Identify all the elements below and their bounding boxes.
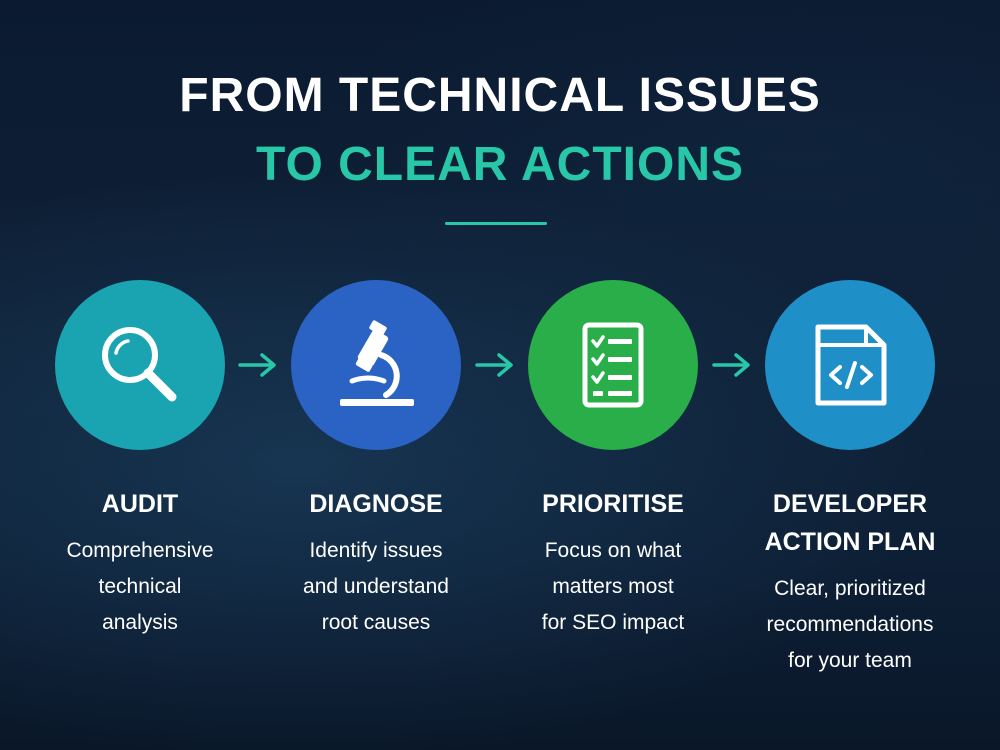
code-document-icon bbox=[815, 324, 887, 406]
step-developer-action-plan: DEVELOPER ACTION PLAN Clear, prioritized… bbox=[732, 280, 968, 679]
step-diagnose: DIAGNOSE Identify issues and understand … bbox=[258, 280, 494, 641]
step-audit: AUDIT Comprehensive technical analysis bbox=[22, 280, 258, 641]
diagnose-title: DIAGNOSE bbox=[309, 490, 443, 518]
prioritise-desc-line-1: Focus on what bbox=[544, 539, 682, 562]
developer-desc-line-2: recommendations bbox=[766, 613, 934, 636]
audit-desc-line-2: technical bbox=[98, 575, 182, 598]
developer-circle bbox=[765, 280, 935, 450]
title-divider bbox=[445, 222, 547, 225]
diagnose-desc-line-1: Identify issues bbox=[309, 539, 443, 562]
checklist-icon bbox=[582, 322, 644, 408]
title-line-1: FROM TECHNICAL ISSUES bbox=[179, 69, 821, 122]
prioritise-title: PRIORITISE bbox=[542, 490, 684, 518]
audit-title: AUDIT bbox=[101, 490, 179, 518]
microscope-icon bbox=[340, 320, 414, 406]
arrow-right-icon bbox=[238, 353, 276, 377]
diagnose-desc-line-3: root causes bbox=[321, 611, 431, 634]
prioritise-circle bbox=[528, 280, 698, 450]
audit-circle bbox=[55, 280, 225, 450]
diagnose-desc-line-2: and understand bbox=[303, 575, 449, 598]
developer-desc-line-1: Clear, prioritized bbox=[774, 577, 926, 600]
prioritise-desc-line-3: for SEO impact bbox=[541, 611, 685, 634]
audit-desc-line-1: Comprehensive bbox=[66, 539, 214, 562]
magnifier-icon bbox=[102, 327, 177, 402]
developer-desc-line-3: for your team bbox=[788, 649, 912, 672]
audit-desc-line-3: analysis bbox=[102, 611, 178, 634]
prioritise-desc-line-2: matters most bbox=[552, 575, 674, 598]
developer-title-line-2: ACTION PLAN bbox=[764, 528, 936, 556]
title-line-2: TO CLEAR ACTIONS bbox=[255, 138, 744, 191]
diagnose-circle bbox=[291, 280, 461, 450]
step-prioritise: PRIORITISE Focus on what matters most fo… bbox=[495, 280, 731, 641]
arrow-right-icon bbox=[475, 353, 513, 377]
developer-title-line-1: DEVELOPER bbox=[772, 490, 928, 518]
arrow-right-icon bbox=[712, 353, 750, 377]
